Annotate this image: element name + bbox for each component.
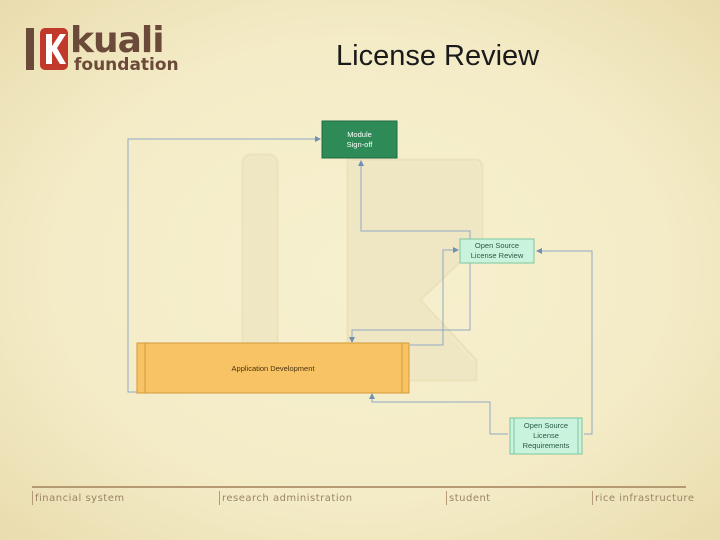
label-line: Module xyxy=(347,130,372,139)
label-line: Open Source xyxy=(523,421,569,430)
footer-divider xyxy=(32,486,686,488)
label-line: Application Development xyxy=(231,364,315,373)
footer-research-administration: research administration xyxy=(222,493,353,504)
label-line: License Review xyxy=(470,251,524,260)
label-line: License xyxy=(533,431,559,440)
label-os-license-review: Open Source License Review xyxy=(460,241,534,261)
connector-review-to-dev xyxy=(349,263,471,343)
kuali-k-mark-icon xyxy=(26,28,68,70)
footer-financial-system: financial system xyxy=(35,493,125,504)
logo-wordmark: kuali xyxy=(70,20,165,61)
node-os-license-review xyxy=(459,238,535,264)
footer-rice-infrastructure: rice infrastructure xyxy=(595,493,695,504)
footer-separator xyxy=(219,491,220,505)
kuali-foundation-logo: kuali foundation xyxy=(24,20,204,75)
footer-separator xyxy=(592,491,593,505)
page-title: License Review xyxy=(336,40,540,72)
label-os-license-requirements: Open Source License Requirements xyxy=(510,421,582,451)
label-module-signoff: Module Sign-off xyxy=(322,130,397,150)
node-module-signoff xyxy=(321,120,398,159)
footer-separator xyxy=(32,491,33,505)
connector-req-to-dev xyxy=(369,393,508,435)
label-app-development: Application Development xyxy=(205,364,341,374)
label-line: Requirements xyxy=(522,441,570,450)
node-app-development xyxy=(136,342,410,394)
label-line: Open Source xyxy=(474,241,520,250)
node-os-license-requirements xyxy=(509,417,583,455)
connector-dev-to-review xyxy=(410,247,459,346)
logo-subtitle: foundation xyxy=(74,55,179,75)
footer-student: student xyxy=(449,493,491,504)
connector-dev-to-signoff xyxy=(127,136,321,393)
connector-req-to-review xyxy=(536,248,593,435)
connector-review-to-signoff xyxy=(358,160,471,252)
label-line: Sign-off xyxy=(346,140,373,149)
footer-separator xyxy=(446,491,447,505)
